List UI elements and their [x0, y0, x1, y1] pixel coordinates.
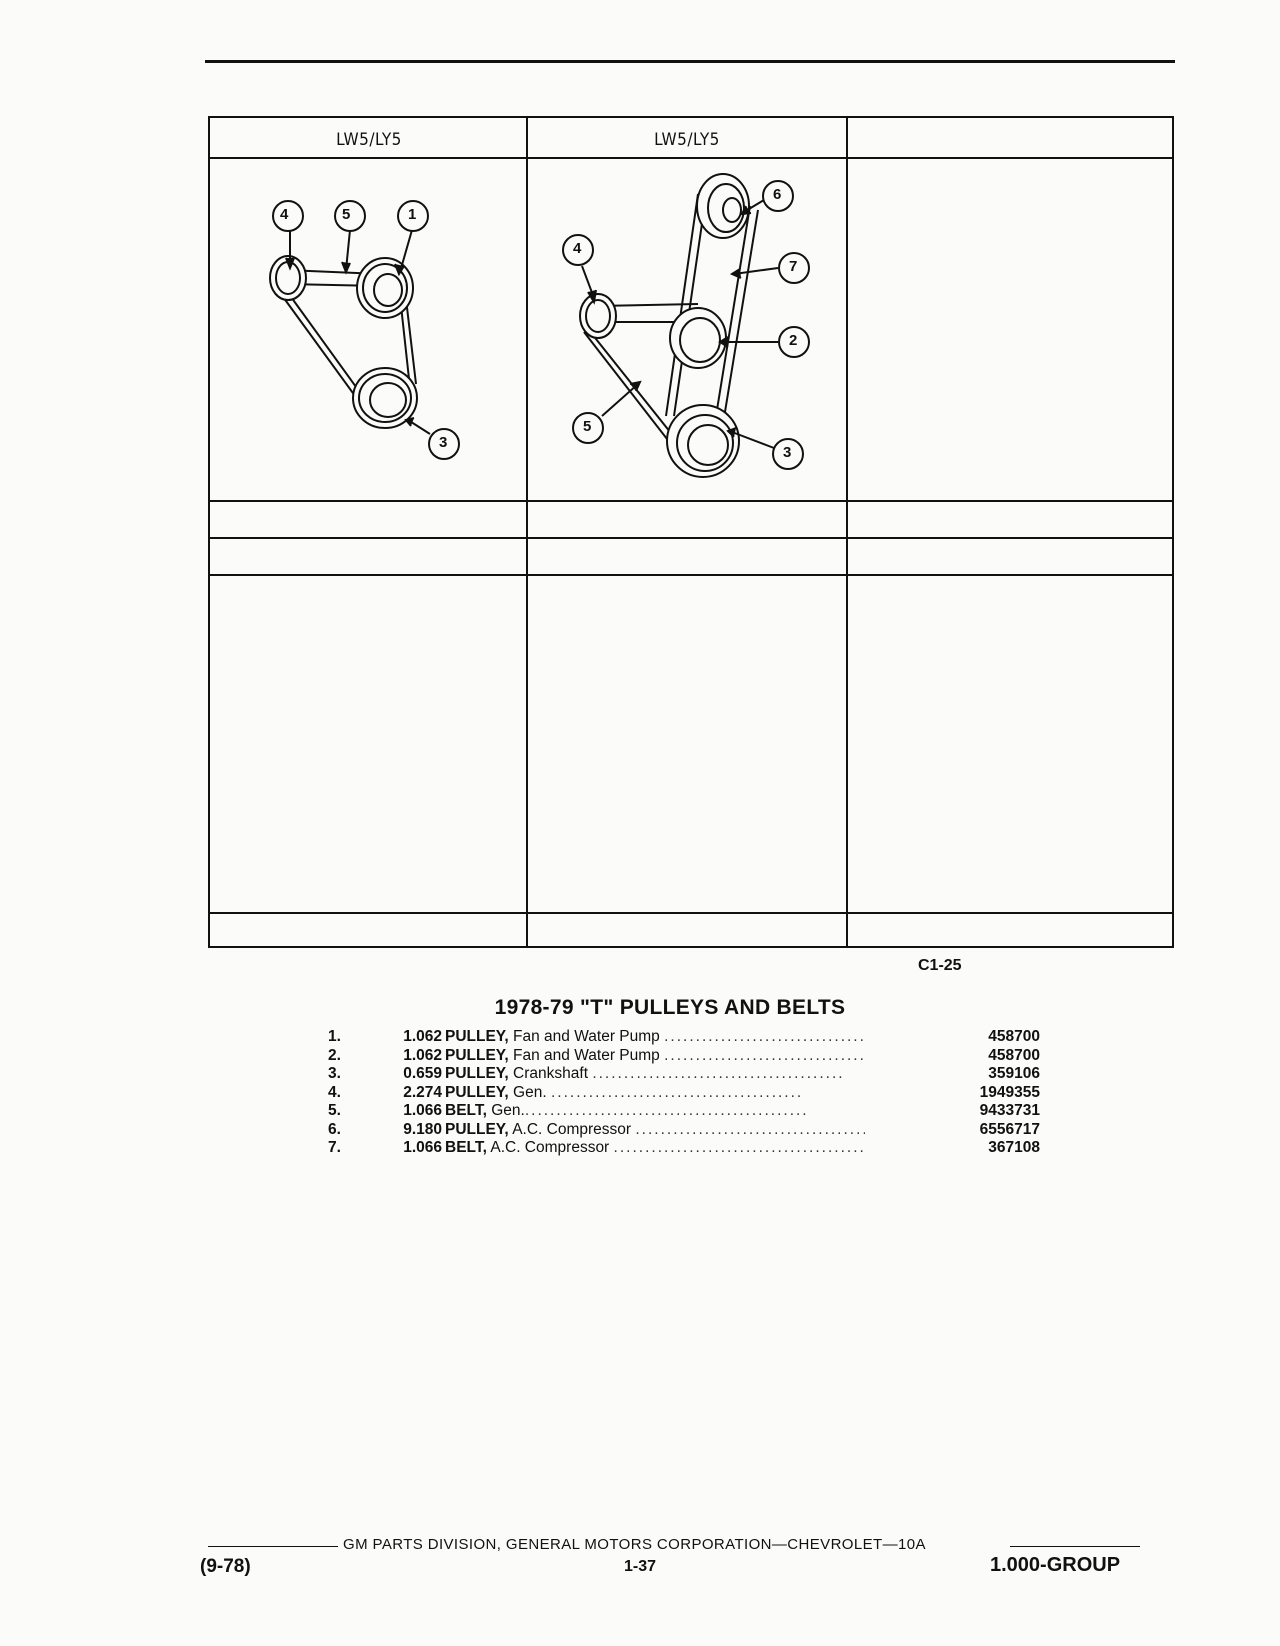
part-number: 3.: [328, 1065, 341, 1082]
part-name: PULLEY,: [445, 1065, 509, 1082]
part-detail: Gen.: [491, 1102, 525, 1119]
part-quantity: 1.062: [403, 1046, 442, 1064]
part-quantity: 1.066: [403, 1139, 442, 1156]
callout-label: 1: [408, 206, 417, 223]
leader-dots: ........................................: [664, 1046, 865, 1064]
part-number: 6.: [328, 1120, 341, 1138]
part-quantity: 2.274: [403, 1083, 442, 1101]
part-description: PULLEY, A.C. Compressor ................…: [445, 1121, 865, 1140]
column-divider-1: [526, 118, 528, 946]
part-quantity: 0.659: [403, 1065, 442, 1082]
callout-label: 7: [789, 258, 798, 275]
part-catalog-number: 367108: [988, 1139, 1040, 1156]
part-number: 1.: [328, 1028, 341, 1045]
footer-publisher: GM PARTS DIVISION, GENERAL MOTORS CORPOR…: [343, 1536, 926, 1553]
row-rule-4: [210, 912, 1172, 914]
part-catalog-number: 6556717: [979, 1120, 1040, 1138]
header-rule: [210, 157, 1172, 159]
part-number: 7.: [328, 1139, 341, 1156]
part-description: PULLEY, Fan and Water Pump .............…: [445, 1028, 865, 1047]
footer-group: 1.000-GROUP: [990, 1554, 1121, 1576]
belt-diagram-ac: 6 4 7 2 5 3: [548, 166, 838, 496]
figure-code: C1-25: [918, 957, 962, 974]
part-name: BELT,: [445, 1102, 487, 1119]
part-catalog-number: 9433731: [979, 1102, 1040, 1119]
part-detail: Crankshaft: [513, 1065, 588, 1082]
part-name: BELT,: [445, 1139, 487, 1156]
part-row: 2. 1.062 PULLEY, Fan and Water Pump ....…: [320, 1047, 1060, 1066]
leader-dots: ........................................…: [524, 1102, 809, 1119]
part-description: PULLEY, Gen. ...........................…: [445, 1084, 865, 1103]
part-detail: Gen.: [513, 1083, 547, 1101]
part-row: 1. 1.062 PULLEY, Fan and Water Pump ....…: [320, 1028, 1060, 1047]
part-catalog-number: 1949355: [979, 1083, 1040, 1101]
leader-dots: ........................................: [550, 1083, 804, 1101]
footer-page-number: 1-37: [623, 1558, 657, 1575]
illustration-grid: LW5/LY5 LW5/LY5 4: [208, 116, 1174, 948]
callout-label: 4: [573, 240, 582, 257]
part-quantity: 1.062: [403, 1028, 442, 1045]
part-row: 5. 1.066 BELT, Gen......................…: [320, 1102, 1060, 1121]
leader-dots: ........................................: [635, 1120, 865, 1138]
part-row: 7. 1.066 BELT, A.C. Compressor .........…: [320, 1139, 1060, 1158]
section-title: 1978-79 "T" PULLEYS AND BELTS: [494, 996, 846, 1019]
part-catalog-number: 458700: [988, 1028, 1040, 1045]
part-detail: A.C. Compressor: [512, 1120, 632, 1138]
part-number: 5.: [328, 1102, 341, 1119]
leader-dots: ........................................: [592, 1065, 845, 1082]
part-row: 6. 9.180 PULLEY, A.C. Compressor .......…: [320, 1121, 1060, 1140]
leader-dots: ........................................: [664, 1028, 865, 1045]
callout-label: 3: [439, 434, 448, 451]
part-description: PULLEY, Crankshaft .....................…: [445, 1065, 865, 1084]
part-number: 2.: [328, 1046, 341, 1064]
footer-rule-right: [1010, 1546, 1140, 1547]
callout-label: 5: [342, 206, 351, 223]
column-header-2: LW5/LY5: [654, 130, 720, 150]
part-description: BELT, A.C. Compressor ..................…: [445, 1139, 865, 1158]
column-header-1: LW5/LY5: [336, 130, 402, 150]
parts-list: 1. 1.062 PULLEY, Fan and Water Pump ....…: [320, 1028, 1060, 1158]
callout-label: 3: [783, 444, 792, 461]
callout-label: 2: [789, 332, 798, 349]
callout-label: 4: [280, 206, 289, 223]
part-number: 4.: [328, 1083, 341, 1101]
footer-rule-left: [208, 1546, 338, 1547]
part-name: PULLEY,: [445, 1046, 509, 1064]
part-quantity: 1.066: [403, 1102, 442, 1119]
part-detail: Fan and Water Pump: [513, 1046, 660, 1064]
part-name: PULLEY,: [445, 1120, 509, 1138]
belt-diagram-gen: 4 5 1 3: [260, 178, 490, 478]
part-catalog-number: 458700: [988, 1046, 1040, 1064]
part-row: 4. 2.274 PULLEY, Gen. ..................…: [320, 1084, 1060, 1103]
callout-label: 6: [773, 186, 782, 203]
top-rule: [205, 60, 1175, 63]
part-row: 3. 0.659 PULLEY, Crankshaft ............…: [320, 1065, 1060, 1084]
footer-date: (9-78): [200, 1556, 251, 1577]
row-rule-1: [210, 500, 1172, 502]
part-description: PULLEY, Fan and Water Pump .............…: [445, 1047, 865, 1066]
part-quantity: 9.180: [403, 1120, 442, 1138]
part-detail: A.C. Compressor: [490, 1139, 610, 1156]
column-divider-2: [846, 118, 848, 946]
callout-label: 5: [583, 418, 592, 435]
row-rule-3: [210, 574, 1172, 576]
part-description: BELT, Gen...............................…: [445, 1102, 865, 1121]
part-name: PULLEY,: [445, 1028, 509, 1045]
leader-dots: ........................................: [613, 1139, 865, 1156]
part-detail: Fan and Water Pump: [513, 1028, 660, 1045]
part-catalog-number: 359106: [988, 1065, 1040, 1082]
part-name: PULLEY,: [445, 1083, 509, 1101]
row-rule-2: [210, 537, 1172, 539]
